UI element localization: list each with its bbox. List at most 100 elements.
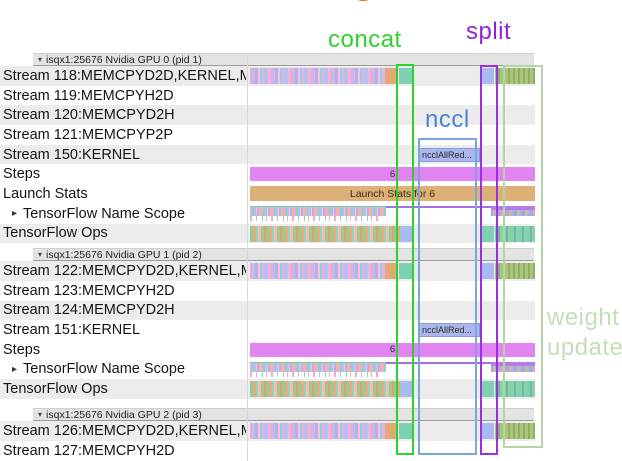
- table-row: Stream 121:MEMCPYP2P: [0, 125, 535, 145]
- event-segment-blue[interactable]: [401, 225, 413, 242]
- row-label[interactable]: Stream 124:MEMCPYD2H: [3, 301, 246, 321]
- row-label[interactable]: Stream 121:MEMCPYP2P: [3, 125, 246, 145]
- track: [248, 421, 535, 441]
- row-label-text: TensorFlow Ops: [3, 225, 108, 242]
- annotation-split-box: [480, 65, 498, 455]
- row-label[interactable]: TensorFlow Ops: [3, 379, 246, 399]
- table-row: Stream 124:MEMCPYD2H: [0, 300, 535, 321]
- row-label[interactable]: Stream 150:KERNEL: [3, 145, 246, 165]
- collapse-triangle-icon[interactable]: ▾: [38, 54, 43, 64]
- namescope-span-line[interactable]: [386, 361, 491, 364]
- table-row: Stream 122:MEMCPYD2D,KERNEL,MI: [0, 261, 535, 281]
- row-label-text: Stream 120:MEMCPYD2H: [3, 107, 175, 124]
- section-header[interactable]: ▾isqx1:25676 Nvidia GPU 0 (pid 1): [33, 53, 534, 66]
- event-segment-teal[interactable]: [399, 423, 412, 439]
- row-label[interactable]: Steps: [3, 164, 246, 184]
- event-segment-teal-striped[interactable]: [495, 381, 535, 398]
- event-segment-green-striped[interactable]: [495, 68, 535, 84]
- annotation-split-label: split: [466, 18, 512, 45]
- row-label[interactable]: Stream 119:MEMCPYH2D: [3, 86, 246, 106]
- event-segment-dense[interactable]: [250, 263, 386, 280]
- event-segment-green-striped[interactable]: [495, 263, 535, 280]
- track: [248, 66, 535, 86]
- table-row: Stream 126:MEMCPYD2D,KERNEL,MI: [0, 421, 535, 441]
- table-row: Steps 6: [0, 164, 535, 184]
- event-segment-teal[interactable]: [399, 68, 412, 84]
- row-label-text: Steps: [3, 166, 41, 183]
- table-row: Stream 127:MEMCPYH2D: [0, 441, 535, 461]
- table-row: Stream 118:MEMCPYD2D,KERNEL,ME: [0, 66, 535, 86]
- steps-bar[interactable]: 6: [250, 167, 535, 182]
- clipped-orange-glyph: [352, 0, 374, 1]
- row-label-text: TensorFlow Name Scope: [23, 205, 186, 222]
- track: [248, 379, 535, 399]
- namescope-flame[interactable]: [250, 361, 386, 372]
- row-label-text: Stream 151:KERNEL: [3, 322, 141, 339]
- namescope-flame[interactable]: [250, 205, 386, 216]
- row-label-text: Stream 123:MEMCPYH2D: [3, 282, 175, 299]
- event-segment-orange[interactable]: [385, 423, 398, 439]
- event-segment-teal[interactable]: [481, 381, 494, 398]
- event-segment-teal[interactable]: [399, 263, 412, 280]
- event-segment-blue[interactable]: [481, 68, 494, 84]
- row-label[interactable]: Stream 126:MEMCPYD2D,KERNEL,MI: [3, 421, 246, 441]
- row-label[interactable]: ▸ TensorFlow Name Scope: [3, 360, 246, 380]
- annotation-concat-label: concat: [328, 26, 402, 53]
- row-label-text: Stream 122:MEMCPYD2D,KERNEL,MI: [3, 263, 246, 280]
- row-label-text: TensorFlow Name Scope: [23, 361, 186, 378]
- annotation-update-label: update: [547, 334, 622, 361]
- table-row: Steps 6: [0, 340, 535, 360]
- section-header-label: isqx1:25676 Nvidia GPU 2 (pid 3): [46, 408, 202, 421]
- event-segment-blue[interactable]: [401, 381, 413, 398]
- collapse-triangle-icon[interactable]: ▾: [38, 249, 43, 259]
- namescope-right-segment[interactable]: [491, 361, 535, 372]
- label-track-divider: [247, 53, 248, 461]
- collapse-triangle-icon[interactable]: ▾: [38, 409, 43, 419]
- event-segment-blue[interactable]: [481, 263, 494, 280]
- tfops-bar[interactable]: [250, 381, 401, 398]
- row-label[interactable]: Stream 122:MEMCPYD2D,KERNEL,MI: [3, 261, 246, 281]
- row-label[interactable]: Launch Stats: [3, 184, 246, 204]
- event-segment-green-striped[interactable]: [495, 423, 535, 439]
- annotation-weight-update-box: [503, 65, 543, 448]
- namescope-right-segment[interactable]: [491, 205, 535, 216]
- row-label[interactable]: TensorFlow Ops: [3, 224, 246, 244]
- event-segment-blue[interactable]: [481, 423, 494, 439]
- row-label[interactable]: Stream 127:MEMCPYH2D: [3, 441, 246, 461]
- event-segment-teal[interactable]: [481, 225, 494, 242]
- row-label-text: TensorFlow Ops: [3, 381, 108, 398]
- expand-triangle-icon[interactable]: ▸: [12, 208, 18, 220]
- row-label[interactable]: Stream 118:MEMCPYD2D,KERNEL,ME: [3, 66, 246, 86]
- section-header[interactable]: ▾isqx1:25676 Nvidia GPU 2 (pid 3): [33, 408, 534, 421]
- namescope-flame-drips[interactable]: [250, 370, 380, 377]
- row-label-text: Stream 126:MEMCPYD2D,KERNEL,MI: [3, 422, 246, 439]
- track: [248, 261, 535, 281]
- section-header[interactable]: ▾isqx1:25676 Nvidia GPU 1 (pid 2): [33, 248, 534, 262]
- row-label[interactable]: Stream 120:MEMCPYD2H: [3, 105, 246, 125]
- table-row: Stream 120:MEMCPYD2H: [0, 105, 535, 126]
- track: 6: [248, 164, 535, 184]
- table-row: Stream 119:MEMCPYH2D: [0, 86, 535, 106]
- namescope-flame-drips[interactable]: [250, 214, 380, 221]
- tfops-bar[interactable]: [250, 225, 401, 242]
- expand-triangle-icon[interactable]: ▸: [12, 363, 18, 375]
- annotation-nccl-label: nccl: [425, 106, 470, 133]
- event-segment-orange[interactable]: [385, 68, 398, 84]
- row-label-text: Stream 127:MEMCPYH2D: [3, 442, 175, 459]
- row-label[interactable]: ▸ TensorFlow Name Scope: [3, 204, 246, 224]
- event-segment-dense[interactable]: [250, 68, 386, 84]
- event-segment-orange[interactable]: [385, 263, 398, 280]
- namescope-span-line[interactable]: [386, 205, 491, 208]
- track: [248, 224, 535, 244]
- row-label[interactable]: Stream 123:MEMCPYH2D: [3, 281, 246, 301]
- event-segment-teal-striped[interactable]: [495, 225, 535, 242]
- track: [248, 360, 535, 380]
- event-segment-dense[interactable]: [250, 423, 386, 439]
- row-label[interactable]: Steps: [3, 340, 246, 360]
- row-label[interactable]: Stream 151:KERNEL: [3, 320, 246, 340]
- steps-bar[interactable]: 6: [250, 342, 535, 357]
- table-row: TensorFlow Ops: [0, 379, 535, 399]
- timeline: ▾isqx1:25676 Nvidia GPU 0 (pid 1)Stream …: [0, 53, 622, 460]
